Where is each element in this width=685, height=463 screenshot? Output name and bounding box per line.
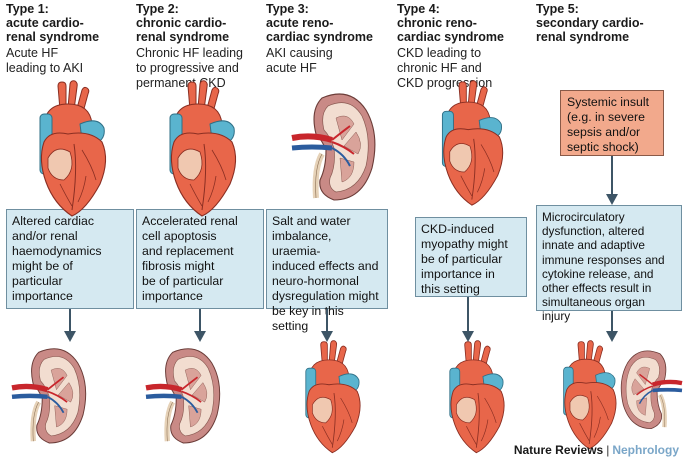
box-line: this setting: [421, 282, 480, 296]
credit-separator: |: [606, 443, 610, 457]
box-line: simultaneous organ injury: [542, 295, 645, 324]
box-line: Salt and water: [272, 214, 351, 228]
column-type-2: Type 2: chronic cardio- renal syndrome C…: [136, 0, 266, 463]
type-5-title: Type 5: secondary cardio- renal syndrome: [536, 2, 684, 44]
type-3-title: Type 3: acute reno- cardiac syndrome: [266, 2, 396, 44]
type-1-down-arrow: [64, 309, 76, 342]
type-4-heart-top: [441, 80, 504, 206]
type-3-heart-bottom: [305, 340, 361, 454]
title-line: acute cardio-: [6, 16, 84, 30]
type-2-kidney-bottom: [146, 343, 226, 447]
box-line: might be of: [12, 259, 73, 273]
type-3-subtitle: AKI causing acute HF: [266, 46, 396, 76]
publisher-credit: Nature Reviews|Nephrology: [514, 443, 679, 457]
box-line: and/or renal: [12, 229, 78, 243]
box-line: particular: [12, 274, 63, 288]
title-line: Type 4:: [397, 2, 440, 16]
box-line: imbalance, uraemia-: [272, 229, 332, 258]
subtitle-line: leading to AKI: [6, 61, 84, 75]
title-line: chronic cardio-: [136, 16, 227, 30]
type-5-mechanism-box: Microcirculatory dysfunction, altered in…: [536, 205, 682, 323]
box-line: be key in this setting: [272, 304, 344, 333]
title-line: Type 3:: [266, 2, 309, 16]
type-1-title: Type 1: acute cardio- renal syndrome: [6, 2, 136, 44]
title-line: renal syndrome: [6, 30, 100, 44]
box-line: innate and adaptive: [542, 238, 645, 253]
box-line: Accelerated renal: [142, 214, 238, 228]
box-line: cell apoptosis: [142, 229, 217, 243]
type-2-heart-top: [169, 80, 237, 217]
column-type-1: Type 1: acute cardio- renal syndrome Acu…: [6, 0, 136, 463]
box-line: importance: [12, 289, 73, 303]
box-line: Microcirculatory: [542, 210, 625, 224]
type-5-down-arrow-2: [606, 311, 618, 342]
box-line: be of particular: [421, 252, 503, 266]
type-3-mechanism-box: Salt and water imbalance, uraemia- induc…: [266, 209, 388, 333]
box-line: cytokine release, and: [542, 266, 654, 281]
title-line: Type 5:: [536, 2, 579, 16]
type-4-heart-bottom: [449, 340, 505, 454]
type-2-title: Type 2: chronic cardio- renal syndrome: [136, 2, 266, 44]
type-5-heart-bottom: [563, 340, 617, 450]
type-3-down-arrow: [321, 309, 333, 342]
insult-line: Systemic insult: [567, 95, 650, 109]
subtitle-line: chronic HF and: [397, 61, 482, 75]
insult-line: sepsis and/or: [567, 125, 641, 139]
box-line: CKD-induced: [421, 222, 495, 236]
column-type-5: Type 5: secondary cardio- renal syndrome…: [536, 0, 684, 463]
title-line: Type 2:: [136, 2, 179, 16]
box-line: fibrosis might: [142, 259, 215, 273]
title-line: renal syndrome: [136, 30, 230, 44]
type-2-mechanism-box: Accelerated renal cell apoptosis and rep…: [136, 209, 264, 309]
column-type-3: Type 3: acute reno- cardiac syndrome AKI…: [266, 0, 396, 463]
box-line: dysfunction, altered: [542, 224, 645, 239]
title-line: acute reno-: [266, 16, 334, 30]
box-line: be of particular: [142, 274, 224, 288]
title-line: Type 1:: [6, 2, 49, 16]
subtitle-line: acute HF: [266, 61, 317, 75]
subtitle-line: CKD leading to: [397, 46, 482, 60]
box-line: myopathy might: [421, 237, 508, 251]
title-line: renal syndrome: [536, 30, 630, 44]
box-line: importance in: [421, 267, 495, 281]
box-line: haemodynamics: [12, 244, 102, 258]
insult-line: septic shock): [567, 140, 639, 154]
title-line: cardiac syndrome: [397, 30, 504, 44]
journal-name: Nephrology: [612, 443, 679, 457]
type-4-mechanism-box: CKD-induced myopathy might be of particu…: [415, 217, 527, 297]
subtitle-line: to progressive and: [136, 61, 239, 75]
box-line: other effects result in: [542, 281, 652, 296]
type-1-subtitle: Acute HF leading to AKI: [6, 46, 136, 76]
insult-line: (e.g. in severe: [567, 110, 645, 124]
type-3-kidney-top: [292, 88, 382, 204]
type-5-kidney-bottom: [616, 345, 682, 433]
column-type-4: Type 4: chronic reno- cardiac syndrome C…: [397, 0, 527, 463]
box-line: neuro-hormonal: [272, 274, 359, 288]
type-1-heart-top: [39, 80, 107, 217]
box-line: importance: [142, 289, 203, 303]
title-line: secondary cardio-: [536, 16, 644, 30]
type-2-down-arrow: [194, 309, 206, 342]
subtitle-line: Chronic HF leading: [136, 46, 243, 60]
type-5-down-arrow-1: [606, 156, 618, 205]
box-line: and replacement: [142, 244, 234, 258]
box-line: dysregulation might: [272, 289, 379, 303]
publisher-name: Nature Reviews: [513, 443, 604, 457]
subtitle-line: CKD progression: [397, 76, 493, 90]
systemic-insult-box: Systemic insult (e.g. in severe sepsis a…: [560, 90, 664, 156]
type-4-title: Type 4: chronic reno- cardiac syndrome: [397, 2, 527, 44]
box-line: immune responses and: [542, 252, 665, 267]
subtitle-line: Acute HF: [6, 46, 59, 60]
title-line: cardiac syndrome: [266, 30, 373, 44]
title-line: chronic reno-: [397, 16, 477, 30]
subtitle-line: AKI causing: [266, 46, 333, 60]
type-4-subtitle: CKD leading to chronic HF and CKD progre…: [397, 46, 527, 91]
type-1-mechanism-box: Altered cardiac and/or renal haemodynami…: [6, 209, 134, 309]
type-1-kidney-bottom: [12, 343, 92, 447]
box-line: induced effects and: [272, 259, 379, 273]
box-line: Altered cardiac: [12, 214, 95, 228]
type-4-down-arrow: [462, 297, 474, 342]
